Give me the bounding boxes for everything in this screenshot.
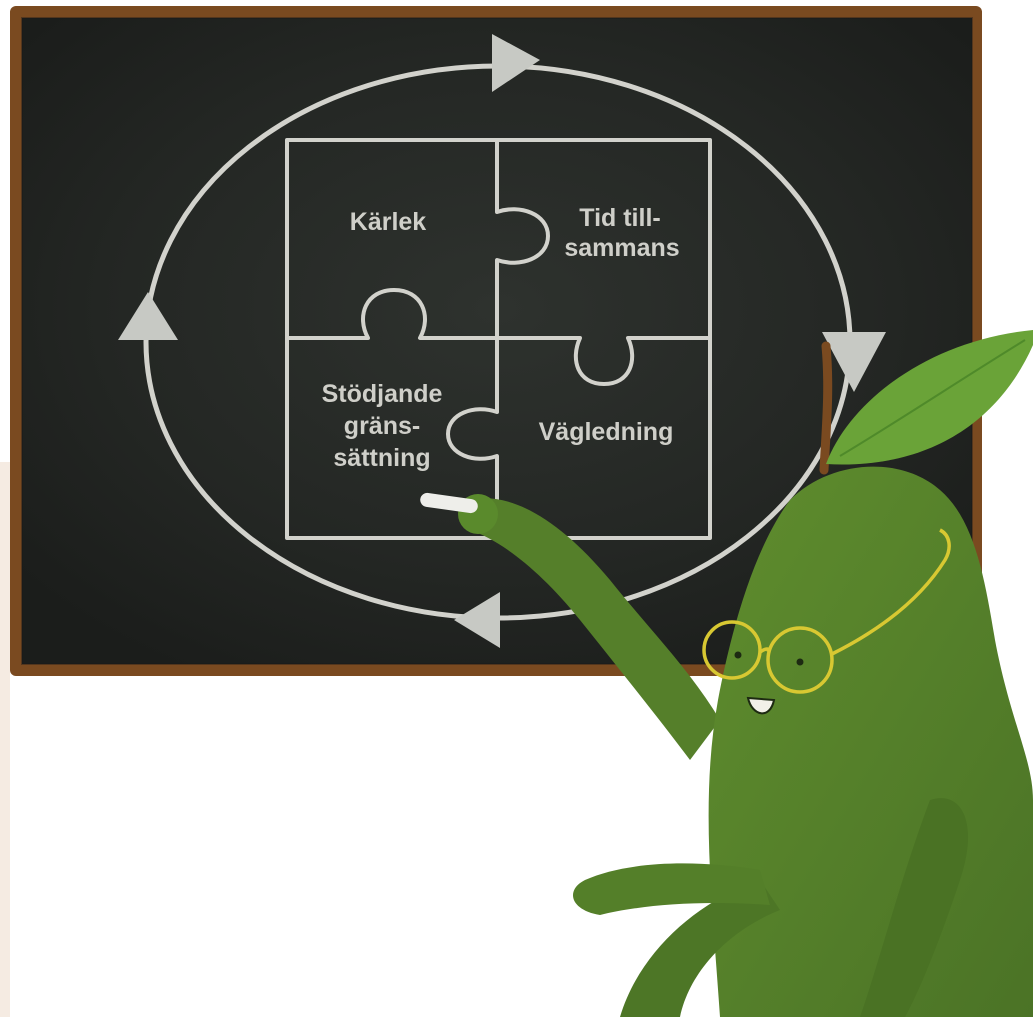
label-vagledning: Vägledning (539, 418, 674, 446)
pear-stem (824, 346, 828, 470)
label-karlek: Kärlek (350, 208, 427, 236)
label-stodjande-1: Stödjande (322, 380, 443, 408)
pear-eye-left (735, 652, 742, 659)
label-tid-tillsammans-2: sammans (564, 234, 679, 262)
label-stodjande-3: sättning (333, 444, 430, 472)
label-stodjande-2: gräns- (344, 412, 420, 440)
pear-eye-right (797, 659, 804, 666)
label-tid-tillsammans-1: Tid till- (579, 204, 660, 232)
